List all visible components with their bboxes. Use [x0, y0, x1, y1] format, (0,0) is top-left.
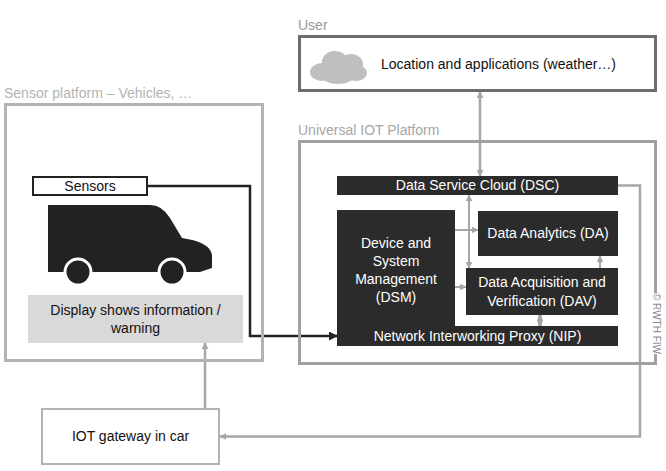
sensors-box: Sensors: [32, 176, 148, 196]
connector-arrow: [455, 229, 478, 231]
connector-arrow: [455, 286, 466, 288]
acquisition-box: Data Acquisition and Verification (DAV): [466, 268, 618, 315]
gateway-box: IOT gateway in car: [41, 408, 220, 465]
connector-arrow: [538, 315, 542, 326]
connector-arrow: [204, 343, 207, 408]
container-heading: User: [298, 17, 328, 33]
iot-platform-container: Universal IOT PlatformData Service Cloud…: [298, 140, 657, 365]
component-label: Data Acquisition and Verification (DAV): [472, 273, 612, 309]
connector-arrow: [220, 186, 640, 437]
analytics-box: Data Analytics (DA): [478, 211, 618, 256]
container-heading: Sensor platform – Vehicles, …: [4, 85, 192, 101]
component-label: Network Interworking Proxy (NIP): [374, 327, 582, 345]
van-illustration: [48, 205, 212, 285]
cloud-icon: [310, 51, 367, 84]
box-label: IOT gateway in car: [72, 427, 189, 445]
box-label: Display shows information / warning: [36, 301, 235, 337]
service-band: Data Service Cloud (DSC): [337, 176, 618, 195]
proxy-band: Network Interworking Proxy (NIP): [337, 326, 618, 346]
connector-arrow: [468, 195, 470, 268]
management-box: Device and System Management (DSM): [337, 210, 455, 330]
user-description: Location and applications (weather…): [381, 56, 616, 72]
user-container: UserLocation and applications (weather…): [298, 35, 657, 92]
connector-arrow: [599, 256, 601, 268]
component-label: Device and System Management (DSM): [343, 234, 449, 307]
sensor-platform-container: Sensor platform – Vehicles, …SensorsDisp…: [4, 103, 264, 362]
connector-arrow: [479, 92, 482, 176]
container-heading: Universal IOT Platform: [298, 122, 439, 138]
box-label: Sensors: [64, 177, 115, 195]
display-box: Display shows information / warning: [28, 295, 243, 343]
copyright-watermark: © RWTH FIW: [651, 293, 662, 354]
component-label: Data Analytics (DA): [487, 224, 608, 242]
component-label: Data Service Cloud (DSC): [396, 176, 559, 194]
